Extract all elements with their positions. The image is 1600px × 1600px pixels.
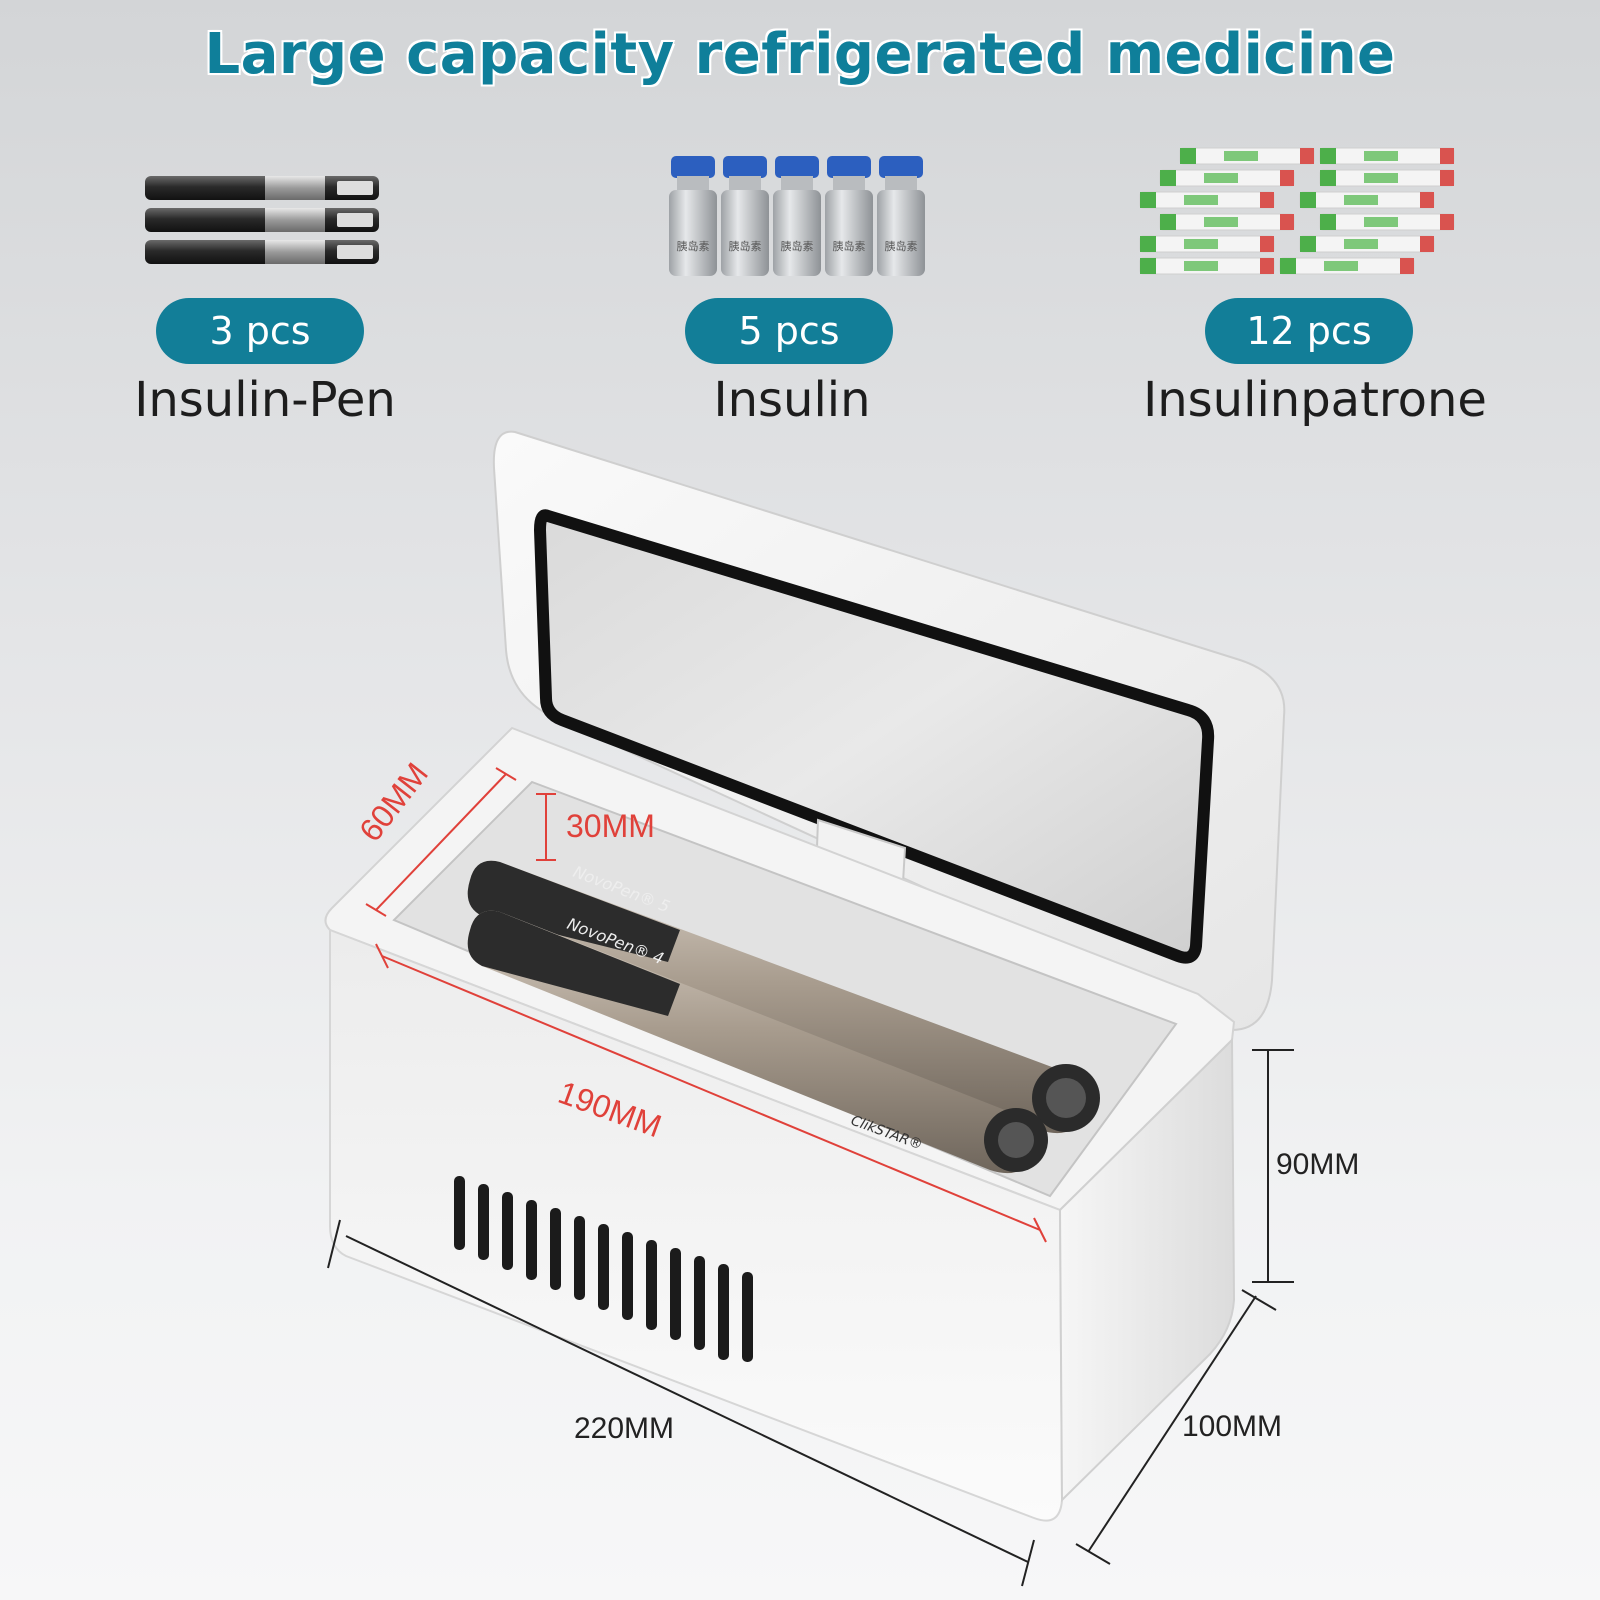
page-headline: Large capacity refrigerated medicine	[204, 22, 1396, 87]
item-label: Insulin-Pen	[134, 372, 396, 428]
dimension-label-90mm: 90MM	[1276, 1148, 1360, 1181]
item-label: Insulin	[713, 372, 871, 428]
dimension-label-220mm: 220MM	[574, 1412, 675, 1445]
vial-label: 胰岛素	[677, 239, 710, 253]
pen-icon	[145, 240, 379, 264]
insulin-pen-image	[145, 176, 379, 264]
vial-label: 胰岛素	[885, 239, 918, 253]
count-badge: 3 pcs	[156, 298, 364, 364]
count-badge: 12 pcs	[1205, 298, 1413, 364]
insulin-vials-image: 胰岛素 胰岛素 胰岛素 胰岛素 胰岛素	[669, 156, 925, 276]
dimension-lines	[327, 767, 1294, 1587]
dimension-label-30mm: 30MM	[566, 808, 655, 844]
vent-grille	[454, 1176, 753, 1362]
vial-label: 胰岛素	[729, 239, 762, 253]
pen-icon	[467, 910, 1048, 1174]
pen-icon	[145, 208, 379, 232]
count-badge: 5 pcs	[685, 298, 893, 364]
body-side	[1058, 1037, 1236, 1503]
vial-icon	[721, 156, 769, 276]
vial-icon	[877, 156, 925, 276]
lid-mirror	[534, 509, 1215, 964]
vial-label: 胰岛素	[833, 239, 866, 253]
vial-icon	[669, 156, 717, 276]
pen-icon	[467, 860, 1100, 1134]
item-label: Insulinpatrone	[1143, 372, 1487, 428]
body-front	[329, 928, 1064, 1522]
pen-icon	[145, 176, 379, 200]
dimension-label-100mm: 100MM	[1182, 1410, 1283, 1443]
vial-label: 胰岛素	[781, 239, 814, 253]
vial-icon	[825, 156, 873, 276]
vial-icon	[773, 156, 821, 276]
